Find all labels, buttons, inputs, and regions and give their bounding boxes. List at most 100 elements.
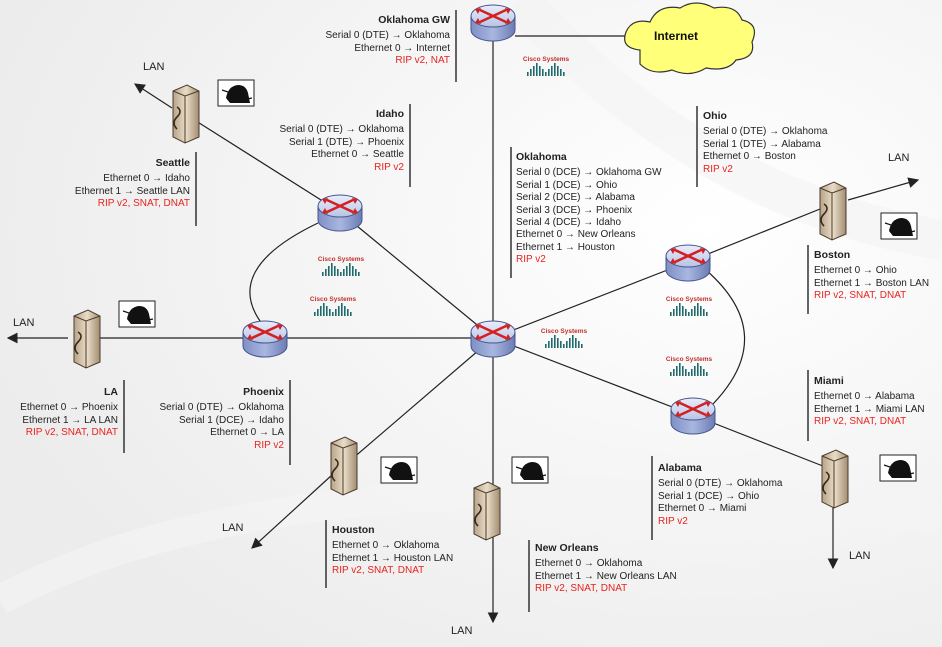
cisco-logo-bar [563, 72, 565, 76]
config-line: Ethernet 0 → LA [210, 427, 284, 439]
server-boston[interactable] [819, 181, 847, 241]
cisco-logo-text: Cisco Systems [318, 256, 364, 263]
cisco-logo-bar [691, 369, 693, 376]
link-idaho-phoenix [249, 222, 319, 326]
server-label-seattle: Seattle Ethernet 0 → Idaho Ethernet 1 → … [75, 157, 190, 211]
config-line: Serial 1 (DCE) → Ohio [516, 179, 618, 191]
cisco-logo-bar [548, 69, 550, 76]
server-seattle[interactable] [172, 84, 200, 144]
config-line: Ethernet 0 → Alabama [814, 391, 915, 403]
config-line: Ethernet 0 → Ohio [814, 265, 897, 277]
cisco-logo-bar [694, 366, 696, 376]
cisco-logo-bar [697, 303, 699, 316]
cisco-logo-bar [551, 66, 553, 76]
router-title: Oklahoma GW [378, 14, 450, 26]
config-line: Ethernet 1 → Boston LAN [814, 277, 930, 289]
cisco-logo-bar [539, 66, 541, 76]
cisco-logo-bar [706, 372, 708, 376]
label-bars [123, 10, 809, 612]
config-line: Serial 0 (DTE) → Oklahoma [159, 402, 284, 414]
cisco-logo-bar [682, 306, 684, 316]
cisco-logo-graphic: Cisco Systems [541, 328, 588, 348]
router-oklahoma-gw[interactable] [469, 3, 517, 43]
cisco-logo-bar [554, 63, 556, 76]
config-line: Serial 0 (DTE) → Oklahoma [279, 124, 404, 136]
lan-label-miami: LAN [849, 550, 871, 562]
config-line: Ethernet 0 → Oklahoma [535, 558, 643, 570]
cisco-logo-bar [346, 266, 348, 276]
router-title: Ohio [703, 110, 727, 122]
router-label-alabama: Alabama Serial 0 (DTE) → Oklahoma Serial… [658, 462, 782, 528]
cisco-logo-bar [320, 306, 322, 316]
protocol-line: RIP v2 [254, 439, 284, 451]
cisco-logo-bar [349, 263, 351, 276]
cisco-logo-bar [355, 269, 357, 276]
cisco-logo-bar [694, 306, 696, 316]
cisco-logo-bar [545, 72, 547, 76]
cisco-logo-bar [337, 269, 339, 276]
server-new-orleans[interactable] [473, 481, 501, 541]
router-label-phoenix: Phoenix Serial 0 (DTE) → Oklahoma Serial… [160, 386, 284, 452]
server-title: New Orleans [535, 542, 599, 554]
cisco-logo-bar [548, 341, 550, 348]
config-line: Ethernet 0 → Idaho [103, 173, 190, 185]
config-line: Ethernet 0 → Miami [658, 503, 747, 515]
internet-label: Internet [654, 29, 699, 43]
cisco-logo-bar [691, 309, 693, 316]
config-line: Ethernet 1 → Miami LAN [814, 403, 925, 415]
protocol-line: RIP v2 [516, 254, 546, 266]
cisco-logo-bar [569, 338, 571, 348]
router-alabama[interactable] [669, 396, 717, 436]
cisco-logo-graphic: Cisco Systems [318, 256, 365, 276]
protocol-line: RIP v2, SNAT, DNAT [535, 583, 628, 595]
cisco-logo-bar [670, 372, 672, 376]
cisco-logo-bar [551, 338, 553, 348]
cisco-logo-bar [685, 309, 687, 316]
hacker-icon-boston [880, 212, 918, 240]
cisco-logo-graphic: Cisco Systems [310, 296, 357, 316]
config-line: Ethernet 1 → New Orleans LAN [535, 570, 677, 582]
cisco-logo-bar [700, 306, 702, 316]
router-title: Phoenix [243, 386, 284, 398]
server-label-miami: Miami Ethernet 0 → Alabama Ethernet 1 → … [814, 375, 925, 429]
server-label-boston: Boston Ethernet 0 → Ohio Ethernet 1 → Bo… [814, 249, 929, 303]
link-oklahoma-alabama [492, 337, 694, 416]
cisco-logo-bar [527, 72, 529, 76]
cisco-logo-bar [706, 312, 708, 316]
server-houston[interactable] [330, 436, 358, 496]
cisco-logo-bar [581, 344, 583, 348]
router-title: Oklahoma [516, 151, 567, 163]
cisco-logo-bar [557, 338, 559, 348]
link-ohio-alabama [705, 269, 746, 406]
cisco-logo-bar [352, 266, 354, 276]
cisco-logo-bar [344, 306, 346, 316]
server-la[interactable] [73, 309, 101, 369]
protocol-line: RIP v2, SNAT, DNAT [97, 198, 190, 210]
protocol-line: RIP v2, SNAT, DNAT [332, 565, 425, 577]
router-ohio[interactable] [664, 243, 712, 283]
protocol-line: RIP v2, SNAT, DNAT [25, 427, 118, 439]
server-label-new-orleans: New Orleans Ethernet 0 → Oklahoma Ethern… [535, 542, 677, 596]
cisco-logo-bar [685, 369, 687, 376]
cisco-logo-bar [335, 309, 337, 316]
config-line: Serial 1 (DCE) → Idaho [178, 414, 284, 426]
config-line: Serial 1 (DTE) → Phoenix [288, 136, 404, 148]
cisco-logo-bar [670, 312, 672, 316]
protocol-line: RIP v2 [658, 515, 688, 527]
config-line: Ethernet 1 → LA LAN [22, 414, 118, 426]
server-miami[interactable] [821, 449, 849, 509]
server-title: Miami [814, 375, 844, 387]
config-line: Ethernet 1 → Houston LAN [332, 552, 454, 564]
router-oklahoma[interactable] [469, 319, 517, 359]
cisco-logo-bar [682, 366, 684, 376]
router-idaho[interactable] [316, 193, 364, 233]
cisco-logo-phoenix: Cisco Systems [310, 293, 357, 317]
cisco-logo-bar [697, 363, 699, 376]
config-line: Serial 2 (DCE) → Alabama [516, 192, 635, 204]
router-title: Idaho [376, 108, 404, 120]
cisco-logo-bar [679, 303, 681, 316]
router-phoenix[interactable] [241, 319, 289, 359]
lan-label-new-orleans: LAN [451, 625, 473, 637]
cisco-logo-bar [560, 341, 562, 348]
cisco-logo-bar [566, 341, 568, 348]
